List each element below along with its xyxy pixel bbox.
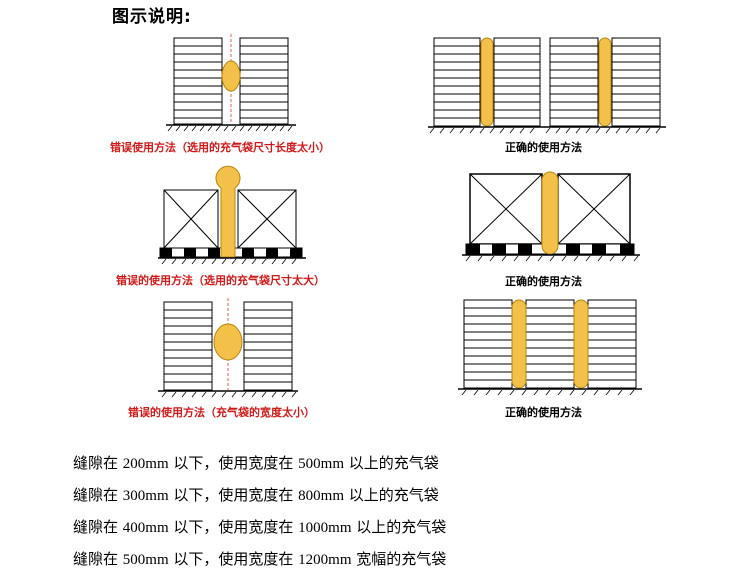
cargo-stack-right <box>243 301 293 391</box>
caption-correct-3: 正确的使用方法 <box>505 406 582 419</box>
cargo-pair-b <box>549 37 661 127</box>
crate-right <box>237 189 297 249</box>
crate-left <box>163 189 219 249</box>
diagram-wrong-too-short <box>166 34 296 132</box>
cargo-pair-a <box>433 37 541 127</box>
caption-correct-2: 正确的使用方法 <box>505 275 582 288</box>
airbag <box>511 299 527 389</box>
airbag <box>480 37 494 127</box>
airbag <box>541 171 559 255</box>
airbag <box>573 299 589 389</box>
page-title: 图示说明: <box>112 7 192 27</box>
caption-correct-1: 正确的使用方法 <box>505 141 582 154</box>
crate-right <box>557 173 631 245</box>
crate-left <box>469 173 543 245</box>
airbag <box>598 37 612 127</box>
rule-line-4: 缝隙在 500mm 以下，使用宽度在 1200mm 宽幅的充气袋 <box>73 550 447 568</box>
cargo-stack-left <box>173 37 223 125</box>
airbag <box>213 323 243 361</box>
diagram-correct-3 <box>458 299 642 396</box>
rule-line-2: 缝隙在 300mm 以下，使用宽度在 800mm 以上的充气袋 <box>73 486 439 504</box>
cargo-stack-2 <box>525 299 575 389</box>
diagram-wrong-too-narrow <box>158 298 298 398</box>
caption-wrong-too-narrow: 错误的使用方法（充气袋的宽度太小） <box>128 406 315 419</box>
rule-line-1: 缝隙在 200mm 以下，使用宽度在 500mm 以上的充气袋 <box>73 454 439 472</box>
cargo-stack-3 <box>587 299 637 389</box>
cargo-stack-1 <box>463 299 513 389</box>
diagram-wrong-too-big <box>158 165 306 265</box>
airbag <box>215 165 241 258</box>
cargo-stack-right <box>239 37 289 125</box>
diagram-correct-2 <box>462 171 640 262</box>
caption-wrong-too-big: 错误的使用方法（选用的充气袋尺寸太大） <box>116 274 325 287</box>
cargo-stack-left <box>163 301 213 391</box>
airbag <box>221 60 241 92</box>
caption-wrong-too-short: 错误使用方法（选用的充气袋尺寸长度太小） <box>110 141 330 154</box>
diagram-correct-1 <box>428 37 666 134</box>
rule-line-3: 缝隙在 400mm 以下，使用宽度在 1000mm 以上的充气袋 <box>73 518 447 536</box>
